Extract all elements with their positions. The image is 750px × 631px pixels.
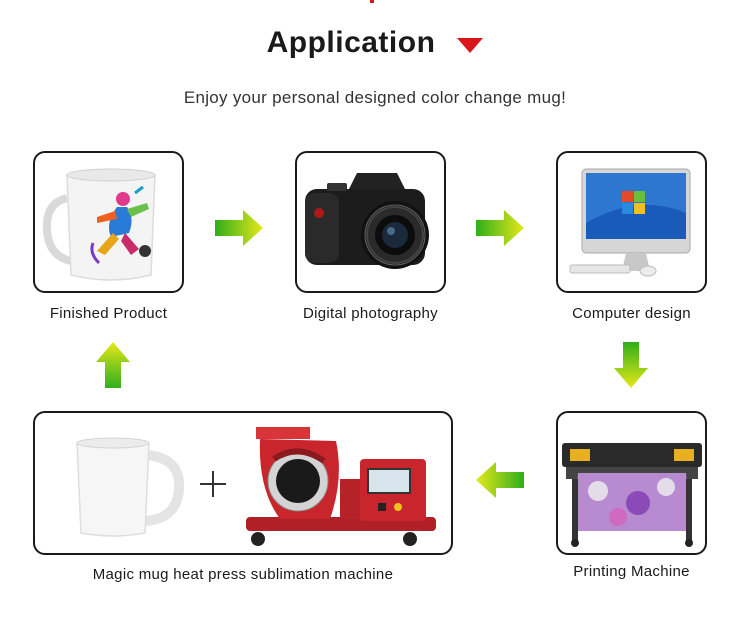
digital-photography-label: Digital photography bbox=[303, 305, 438, 322]
page-subtitle: Enjoy your personal designed color chang… bbox=[183, 88, 567, 107]
plain-mug-icon bbox=[76, 437, 185, 537]
computer-icon bbox=[569, 168, 691, 277]
arrow-right-icon bbox=[215, 210, 263, 246]
page-title: Application bbox=[0, 26, 750, 60]
camera-icon bbox=[305, 173, 429, 269]
heat-press-icon bbox=[246, 427, 436, 546]
triangle-down-icon bbox=[457, 37, 484, 53]
heat-press-label: Magic mug heat press sublimation machine bbox=[92, 566, 394, 583]
computer-design-label: Computer design bbox=[572, 305, 691, 322]
title-text: Application bbox=[266, 26, 436, 59]
printing-machine-card bbox=[556, 411, 707, 555]
finished-product-label: Finished Product bbox=[49, 305, 168, 322]
printer-icon bbox=[562, 443, 702, 547]
computer-design-card bbox=[556, 151, 707, 293]
plus-icon bbox=[200, 471, 226, 497]
arrow-down-icon bbox=[614, 342, 648, 388]
digital-photography-card bbox=[295, 151, 446, 293]
arrow-up-icon bbox=[96, 342, 130, 388]
arrow-right-icon bbox=[476, 210, 524, 246]
arrow-left-icon bbox=[476, 462, 524, 498]
mug-icon bbox=[42, 168, 156, 281]
printing-machine-label: Printing Machine bbox=[573, 563, 690, 580]
accent-mark bbox=[370, 0, 374, 3]
heat-press-card bbox=[33, 411, 453, 555]
finished-product-card bbox=[33, 151, 184, 293]
